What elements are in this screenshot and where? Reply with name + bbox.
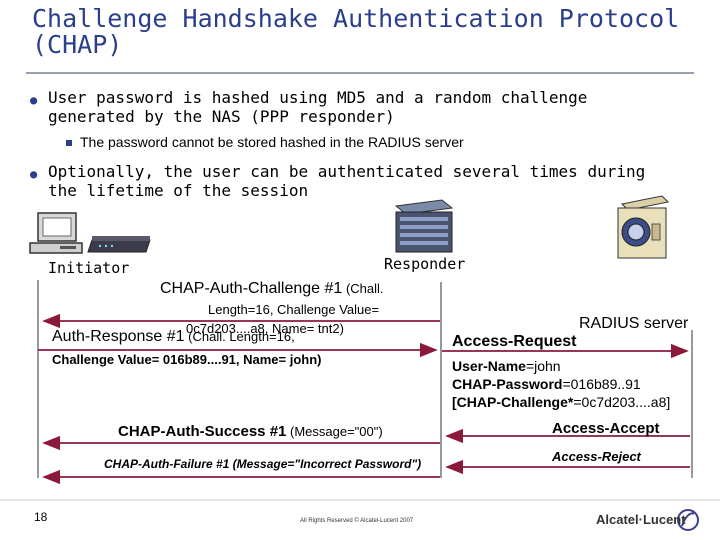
challenge-label: CHAP-Auth-Challenge #1 (Chall. xyxy=(160,280,384,298)
title-divider xyxy=(26,72,694,74)
challenge-head: CHAP-Auth-Challenge #1 xyxy=(160,280,343,297)
response-tail: (Chall. Length=16, xyxy=(184,329,295,344)
copyright-text: All Rights Reserved © Alcatel-Lucent 200… xyxy=(300,518,414,524)
company-logo-text: Alcatel·Lucent xyxy=(596,512,686,527)
bullet-dot-icon: ● xyxy=(30,93,38,107)
bullet-2: Optionally, the user can be authenticate… xyxy=(48,162,646,200)
response-label: Auth-Response #1 (Chall. Length=16, xyxy=(52,328,295,346)
chap-password-attr: CHAP-Password=016b89..91 xyxy=(452,376,641,392)
chap-password-val: =016b89..91 xyxy=(562,376,641,392)
response-line2: Challenge Value= 016b89....91, Name= joh… xyxy=(52,352,322,367)
vault-icon xyxy=(617,195,670,259)
user-name-key: User-Name xyxy=(452,358,526,374)
computer-icon xyxy=(29,212,83,254)
alcatel-lucent-logo-icon xyxy=(677,509,699,531)
square-bullet-icon xyxy=(66,140,72,147)
success-tail: (Message="00") xyxy=(286,424,383,439)
success-head: CHAP-Auth-Success #1 xyxy=(118,423,287,440)
chap-challenge-val: =0c7d203....a8] xyxy=(573,394,671,410)
user-name-attr: User-Name=john xyxy=(452,358,561,374)
chap-password-key: CHAP-Password xyxy=(452,376,563,392)
access-reject-label: Access-Reject xyxy=(552,449,641,464)
chap-challenge-attr: [CHAP-Challenge*=0c7d203....a8] xyxy=(452,394,670,410)
modem-icon xyxy=(87,236,151,253)
sub-bullet-1-text: The password cannot be stored hashed in … xyxy=(80,134,464,150)
challenge-line2: Length=16, Challenge Value= xyxy=(208,302,380,317)
bullet-dot-icon: ● xyxy=(30,167,38,181)
chap-challenge-key: [CHAP-Challenge* xyxy=(452,394,574,410)
challenge-tail: (Chall. xyxy=(342,281,384,296)
bullet-1: User password is hashed using MD5 and a … xyxy=(48,88,588,126)
sub-bullet-1: The password cannot be stored hashed in … xyxy=(66,134,464,150)
page-number: 18 xyxy=(34,510,48,524)
server-icon xyxy=(394,199,454,253)
user-name-val: =john xyxy=(525,358,561,374)
initiator-label: Initiator xyxy=(48,259,130,277)
response-head: Auth-Response #1 xyxy=(52,328,185,345)
access-accept-label: Access-Accept xyxy=(552,420,660,437)
success-label: CHAP-Auth-Success #1 (Message="00") xyxy=(118,423,383,440)
access-request-label: Access-Request xyxy=(452,333,577,350)
page-title: Challenge Handshake Authentication Proto… xyxy=(32,4,680,59)
failure-label: CHAP-Auth-Failure #1 (Message="Incorrect… xyxy=(104,457,422,471)
radius-server-label: RADIUS server xyxy=(579,315,689,332)
challenge-line3: 0c7d203....a8, Name= tnt2) xyxy=(186,321,344,336)
responder-label: Responder xyxy=(384,255,466,273)
